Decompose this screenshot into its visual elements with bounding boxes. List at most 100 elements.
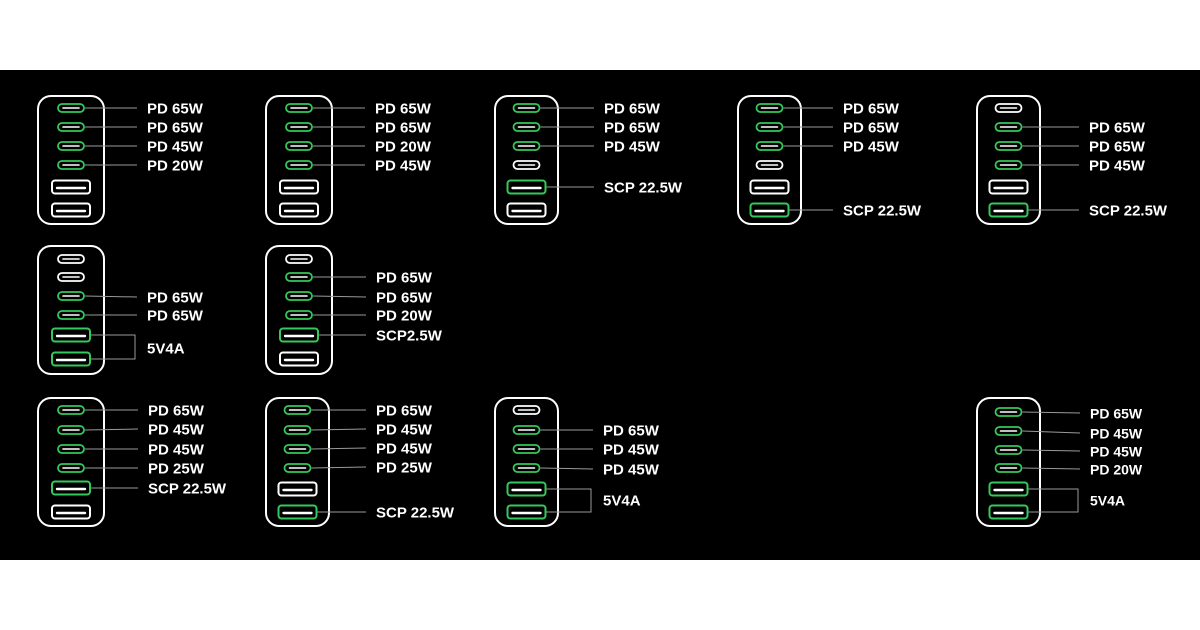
usb-a-port [988,179,1029,195]
usb-c-port [285,122,313,132]
leader-line [540,467,594,470]
port-power-label: PD 65W [843,101,900,118]
usb-c-port [994,160,1023,170]
leader-line [311,466,367,469]
usb-c-port [57,463,85,473]
port-power-label: PD 65W [376,270,433,287]
usb-a-port [506,481,547,497]
usb-c-port [512,425,541,435]
usb-c-port [994,407,1023,417]
port-power-label: PD 25W [376,460,433,477]
usb-c-port [285,272,313,282]
leader-line [312,295,367,298]
port-power-label: PD 45W [603,462,660,479]
usb-c-port [57,272,85,282]
port-power-label: PD 45W [148,442,205,459]
usb-c-port [512,405,541,415]
usb-a-port [749,202,790,218]
usb-c-port [57,254,85,264]
group-power-label: 5V4A [147,341,185,358]
port-power-label: PD 25W [148,461,205,478]
charger-body-outline [976,95,1041,225]
usb-c-port [57,160,85,170]
port-power-label: PD 20W [375,139,432,156]
usb-c-port [512,463,541,473]
usb-c-port [994,122,1023,132]
port-power-label: PD 45W [148,422,205,439]
charger-body-outline [265,245,333,375]
usb-a-port [988,481,1029,497]
port-power-label: PD 45W [147,139,204,156]
leader-line [84,428,139,431]
leader-line [311,428,367,431]
port-power-label: PD 65W [375,120,432,137]
usb-c-port [283,425,312,435]
port-power-label: PD 65W [376,290,433,307]
port-power-label: SCP2.5W [376,328,443,345]
port-power-label: PD 65W [375,101,432,118]
port-power-label: PD 65W [604,101,661,118]
port-power-label: PD 45W [604,139,661,156]
usb-c-port [57,291,85,301]
usb-a-port [51,351,91,367]
charger-body-outline [494,95,559,225]
usb-a-port [277,481,318,497]
usb-a-port [506,504,547,520]
usb-c-port [285,291,313,301]
port-power-label: PD 65W [376,403,433,420]
group-bracket [1028,488,1079,513]
usb-a-port [279,327,319,343]
leader-line [1022,467,1081,470]
port-power-label: PD 45W [1090,426,1143,442]
usb-a-port [51,504,91,520]
port-power-label: SCP 22.5W [1089,203,1168,220]
usb-c-port [994,463,1023,473]
port-power-label: PD 65W [147,101,204,118]
leader-line [311,447,367,450]
usb-c-port [512,141,541,151]
usb-c-port [755,103,784,113]
charger-config-3: PD 65W PD 65W PD 45W SCP 22.5W [494,95,683,225]
usb-c-port [285,160,313,170]
port-power-label: SCP 22.5W [843,203,922,220]
port-power-label: PD 45W [1090,444,1143,460]
usb-c-port [512,444,541,454]
usb-c-port [285,141,313,151]
port-power-label: PD 20W [1090,462,1143,478]
usb-c-port [57,141,85,151]
port-power-label: SCP 22.5W [376,505,455,522]
port-power-label: PD 65W [843,120,900,137]
charger-body-outline [37,397,105,527]
usb-a-port [277,504,318,520]
usb-c-port [57,425,85,435]
usb-a-port [506,202,547,218]
charger-body-outline [494,397,559,527]
port-power-label: PD 65W [604,120,661,137]
group-bracket [546,488,592,513]
usb-c-port [512,122,541,132]
usb-c-port [57,405,85,415]
charger-body-outline [37,245,105,375]
usb-c-port [57,122,85,132]
charger-body-outline [737,95,802,225]
charger-body-outline [265,397,330,527]
usb-c-port [512,160,541,170]
diagram-panel: PD 65W PD 65W PD 45W PD 20W PD 65W PD 65W PD 2… [0,70,1200,560]
usb-c-port [994,103,1023,113]
port-power-label: PD 45W [376,422,433,439]
charger-body-outline [976,397,1041,527]
port-power-label: PD 45W [376,441,433,458]
usb-a-port [51,202,91,218]
usb-c-port [994,445,1023,455]
port-power-label: PD 65W [1089,120,1146,137]
port-power-label: PD 65W [147,308,204,325]
leader-line [1022,449,1081,452]
usb-a-port [51,480,91,496]
leader-line [84,295,138,298]
usb-c-port [283,463,312,473]
port-power-label: SCP 22.5W [604,180,683,197]
